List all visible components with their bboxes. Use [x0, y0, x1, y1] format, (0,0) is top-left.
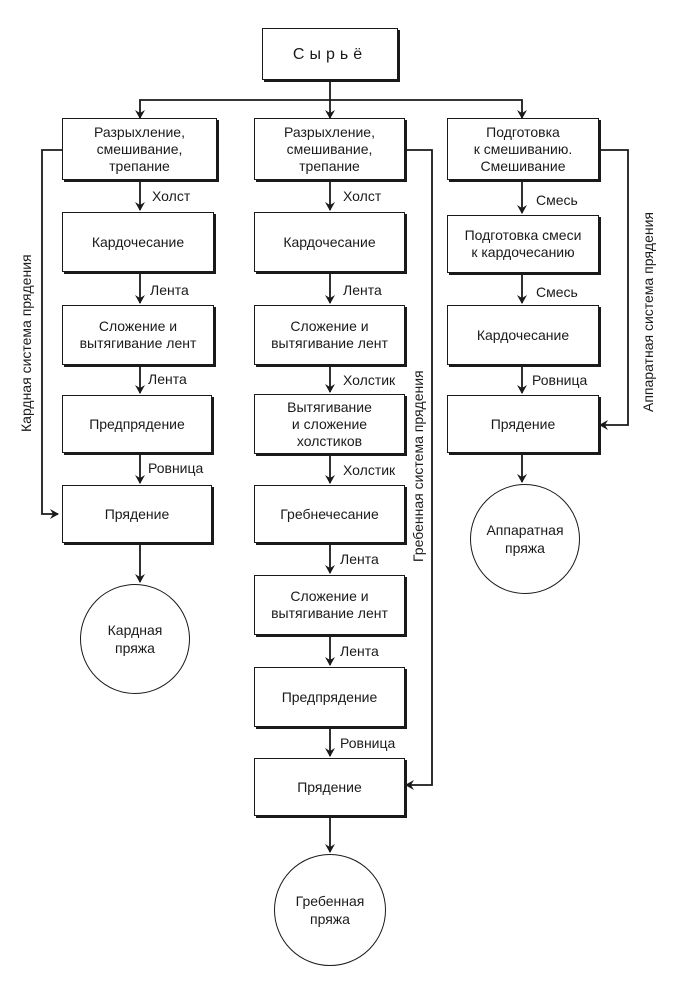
comb-link-1-label: Холст — [343, 188, 382, 204]
apparatus-step-4-box: Прядение — [447, 395, 599, 453]
comb-product-circle: Гребенная пряжа — [274, 854, 386, 966]
comb-link-2-label: Лента — [343, 282, 382, 298]
comb-step-7-box: Предпрядение — [254, 667, 405, 727]
card-step-1-box: Разрыхление, смешивание, трепание — [62, 118, 217, 180]
card-step-2-box: Кардочесание — [62, 212, 214, 272]
apparatus-step-1-box: Подготовка к смешиванию. Смешивание — [447, 118, 599, 180]
raw-to-apparatus-line — [330, 99, 527, 119]
card-product-circle: Кардная пряжа — [80, 584, 190, 694]
comb-step-8-box: Прядение — [254, 758, 405, 816]
comb-link-4-label: Холстик — [343, 462, 396, 478]
card-system-label: Кардная система прядения — [18, 254, 34, 432]
raw-to-card-line — [135, 80, 331, 119]
comb-step-3-box: Сложение и вытягивание лент — [254, 305, 405, 365]
card-system-line — [41, 149, 62, 519]
apparatus-system-line — [599, 149, 629, 430]
card-link-3-label: Лента — [148, 371, 187, 387]
card-step-3-box: Сложение и вытягивание лент — [62, 305, 214, 365]
comb-system-label: Гребенная система прядения — [410, 370, 426, 562]
apparatus-step-2-box: Подготовка смеси к кардочесанию — [447, 215, 599, 273]
comb-step-5-box: Гребнечесание — [254, 485, 405, 543]
comb-system-line — [405, 149, 433, 790]
card-link-4-label: Ровница — [148, 460, 204, 476]
comb-step-1-box: Разрыхление, смешивание, трепание — [254, 118, 405, 180]
apparatus-link-1-label: Смесь — [536, 192, 578, 208]
comb-link-3-label: Холстик — [343, 372, 396, 388]
comb-step-4-box: Вытягивание и сложение холстиков — [254, 394, 405, 454]
card-link-2-label: Лента — [150, 282, 189, 298]
comb-link-7-label: Ровница — [340, 735, 396, 751]
apparatus-link-2-label: Смесь — [536, 284, 578, 300]
comb-link-5-label: Лента — [340, 551, 379, 567]
comb-step-2-box: Кардочесание — [254, 212, 405, 272]
raw-material-box: Сырьё — [262, 28, 398, 80]
card-step-5-box: Прядение — [62, 485, 212, 543]
card-link-1-label: Холст — [152, 188, 191, 204]
card-step-4-box: Предпрядение — [62, 395, 212, 453]
apparatus-product-circle: Аппаратная пряжа — [470, 484, 580, 594]
apparatus-link-3-label: Ровница — [532, 372, 588, 388]
comb-link-6-label: Лента — [340, 643, 379, 659]
apparatus-step-3-box: Кардочесание — [447, 305, 599, 365]
apparatus-system-label: Аппаратная система прядения — [640, 212, 656, 412]
comb-step-6-box: Сложение и вытягивание лент — [254, 575, 405, 635]
